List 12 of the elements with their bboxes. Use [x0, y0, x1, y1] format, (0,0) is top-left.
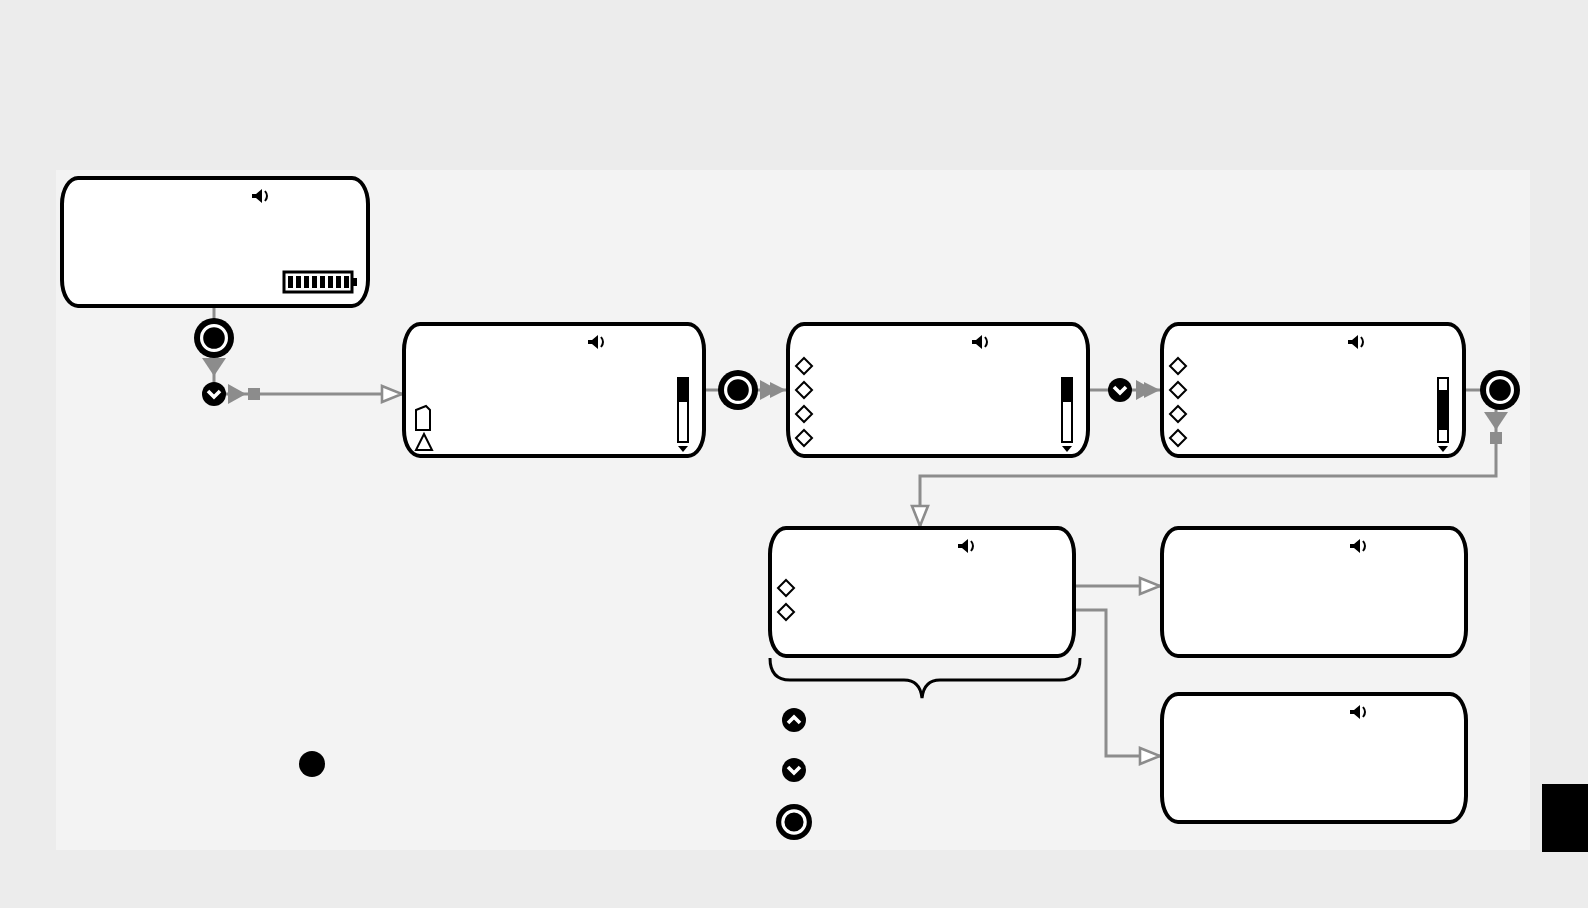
screen-display [402, 322, 706, 458]
screen-display [1160, 692, 1468, 824]
screen-display [1160, 526, 1468, 658]
arrow [1076, 608, 1162, 766]
screen-display [786, 322, 1090, 458]
arrow [1076, 576, 1162, 596]
screen-display [1160, 322, 1466, 458]
arrow [212, 308, 404, 404]
screen-display [60, 176, 370, 308]
screen-display [768, 526, 1076, 658]
arrow [706, 382, 786, 398]
arrow [910, 388, 1498, 528]
